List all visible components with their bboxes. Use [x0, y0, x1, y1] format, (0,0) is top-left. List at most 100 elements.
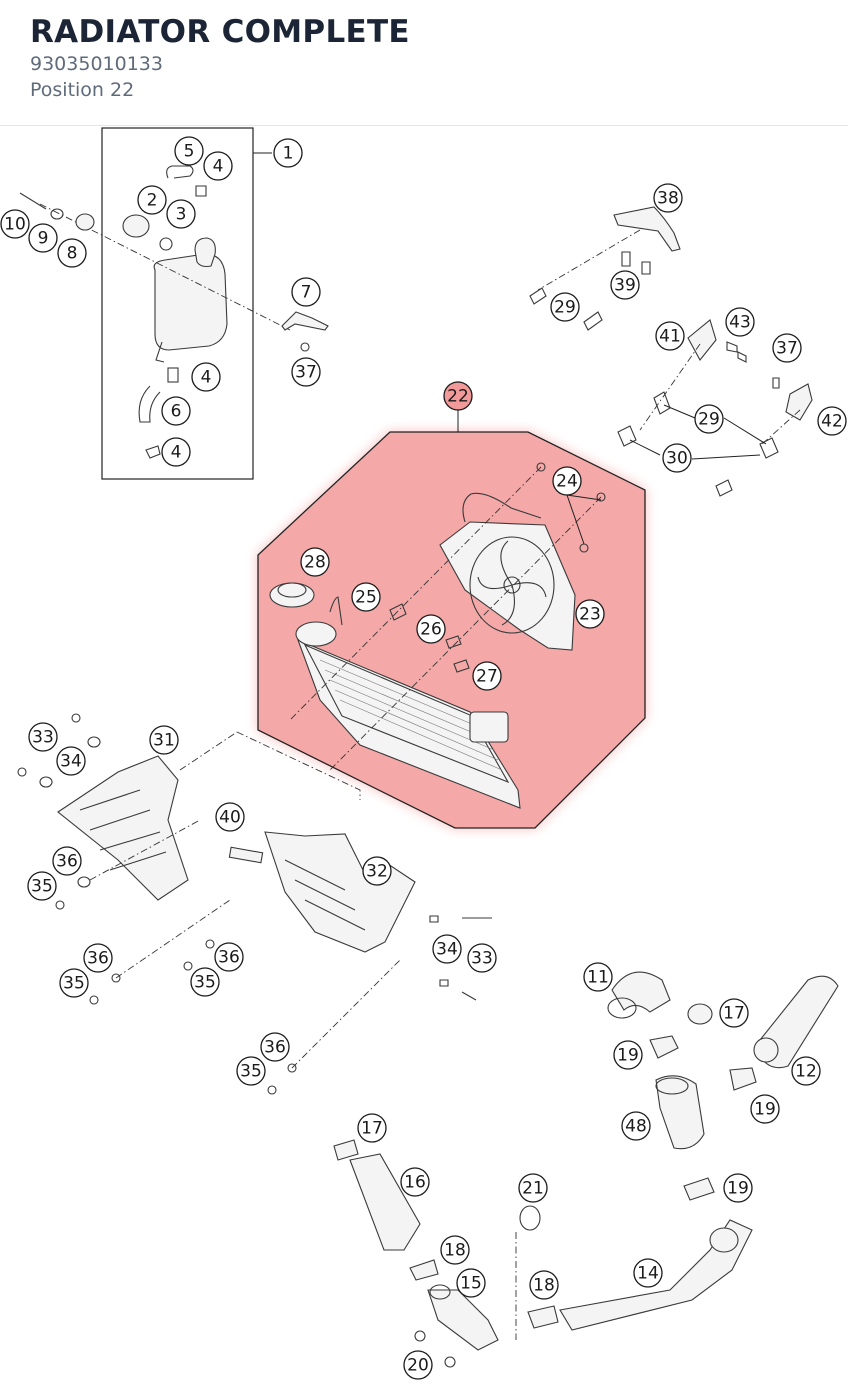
callout-c11[interactable]: 11: [583, 962, 613, 992]
callout-c3[interactable]: 3: [166, 199, 196, 229]
callout-c29a[interactable]: 29: [550, 292, 580, 322]
left-shroud: [17, 713, 201, 910]
callout-c37b[interactable]: 37: [772, 333, 802, 363]
callout-circle: [432, 934, 462, 964]
callout-label: 19: [617, 1046, 639, 1066]
callout-c33a[interactable]: 33: [28, 722, 58, 752]
callout-c16[interactable]: 16: [400, 1167, 430, 1197]
callout-c10[interactable]: 10: [0, 209, 30, 239]
callout-c6[interactable]: 6: [161, 396, 191, 426]
callout-c27[interactable]: 27: [472, 661, 502, 691]
callout-label: 18: [533, 1276, 555, 1296]
callout-label: 39: [614, 276, 636, 296]
callout-c34a[interactable]: 34: [56, 746, 86, 776]
callout-c17b[interactable]: 17: [357, 1113, 387, 1143]
callout-c33b[interactable]: 33: [467, 943, 497, 973]
callout-label: 33: [471, 949, 493, 969]
callout-c24[interactable]: 24: [552, 466, 582, 496]
callout-c28[interactable]: 28: [300, 547, 330, 577]
callout-c36a[interactable]: 36: [52, 846, 82, 876]
callout-c36b[interactable]: 36: [83, 943, 113, 973]
callout-c31[interactable]: 31: [149, 725, 179, 755]
callout-label: 8: [67, 244, 78, 264]
callout-c14[interactable]: 14: [633, 1258, 663, 1288]
callout-c18a[interactable]: 18: [440, 1235, 470, 1265]
callout-circle: [655, 321, 685, 351]
callout-c4a[interactable]: 4: [203, 151, 233, 181]
callout-c8[interactable]: 8: [57, 238, 87, 268]
callout-circle: [203, 151, 233, 181]
tank-fasteners-left: [19, 192, 95, 231]
callout-label: 37: [776, 339, 798, 359]
callout-c4c[interactable]: 4: [161, 437, 191, 467]
callout-circle: [443, 381, 473, 411]
callout-circle: [149, 725, 179, 755]
callout-c37a[interactable]: 37: [291, 357, 321, 387]
callout-label: 2: [147, 191, 158, 211]
callout-c43[interactable]: 43: [725, 307, 755, 337]
callout-label: 24: [556, 472, 578, 492]
callout-circle: [56, 746, 86, 776]
callout-circle: [52, 846, 82, 876]
callout-c34b[interactable]: 34: [432, 934, 462, 964]
exploded-parts-diagram: 1234445678910111214151617171818191919202…: [0, 127, 847, 1380]
callout-label: 35: [63, 974, 85, 994]
callout-label: 48: [625, 1117, 647, 1137]
callout-circle: [161, 396, 191, 426]
callout-c15[interactable]: 15: [456, 1268, 486, 1298]
callout-c36d[interactable]: 36: [260, 1032, 290, 1062]
callout-circle: [190, 967, 220, 997]
cooling-fan: [439, 492, 576, 651]
callout-c35d[interactable]: 35: [236, 1056, 266, 1086]
callout-c19a[interactable]: 19: [613, 1040, 643, 1070]
callout-label: 31: [153, 731, 175, 751]
callout-circle: [28, 722, 58, 752]
callout-c19c[interactable]: 19: [723, 1173, 753, 1203]
callout-c26[interactable]: 26: [416, 614, 446, 644]
callout-circle: [472, 661, 502, 691]
callout-c32[interactable]: 32: [362, 856, 392, 886]
callout-label: 21: [522, 1179, 544, 1199]
callout-label: 35: [194, 973, 216, 993]
callout-c18b[interactable]: 18: [529, 1270, 559, 1300]
callout-c38[interactable]: 38: [653, 183, 683, 213]
callout-c2[interactable]: 2: [137, 185, 167, 215]
callout-label: 42: [821, 412, 843, 432]
callout-c42[interactable]: 42: [817, 406, 847, 436]
callout-c7[interactable]: 7: [291, 277, 321, 307]
callout-circle: [174, 136, 204, 166]
callout-label: 7: [301, 283, 312, 303]
part-number: 93035010133: [30, 53, 163, 75]
callout-label: 35: [31, 877, 53, 897]
callout-c9[interactable]: 9: [28, 223, 58, 253]
callout-c1[interactable]: 1: [273, 138, 303, 168]
callout-label: 29: [554, 298, 576, 318]
callout-c36c[interactable]: 36: [214, 942, 244, 972]
callout-c5[interactable]: 5: [174, 136, 204, 166]
callout-c39[interactable]: 39: [610, 270, 640, 300]
callout-c21[interactable]: 21: [518, 1173, 548, 1203]
callout-c29b[interactable]: 29: [694, 404, 724, 434]
callout-label: 43: [729, 313, 751, 333]
callout-circle: [653, 183, 683, 213]
callout-c25[interactable]: 25: [351, 582, 381, 612]
callout-label: 35: [240, 1062, 262, 1082]
callout-circle: [467, 943, 497, 973]
callout-c41[interactable]: 41: [655, 321, 685, 351]
callout-c19b[interactable]: 19: [750, 1094, 780, 1124]
callout-c48[interactable]: 48: [621, 1111, 651, 1141]
callout-c23[interactable]: 23: [575, 599, 605, 629]
callout-c40[interactable]: 40: [215, 802, 245, 832]
callout-c35a[interactable]: 35: [27, 871, 57, 901]
callout-circle: [621, 1111, 651, 1141]
callout-c12[interactable]: 12: [791, 1056, 821, 1086]
callout-label: 33: [32, 728, 54, 748]
callout-c4b[interactable]: 4: [191, 362, 221, 392]
callout-c35c[interactable]: 35: [190, 967, 220, 997]
callout-c20[interactable]: 20: [403, 1350, 433, 1380]
callout-label: 18: [444, 1241, 466, 1261]
callout-c17a[interactable]: 17: [719, 998, 749, 1028]
callout-c30[interactable]: 30: [662, 443, 692, 473]
callout-c35b[interactable]: 35: [59, 968, 89, 998]
callout-c22[interactable]: 22: [443, 381, 473, 411]
